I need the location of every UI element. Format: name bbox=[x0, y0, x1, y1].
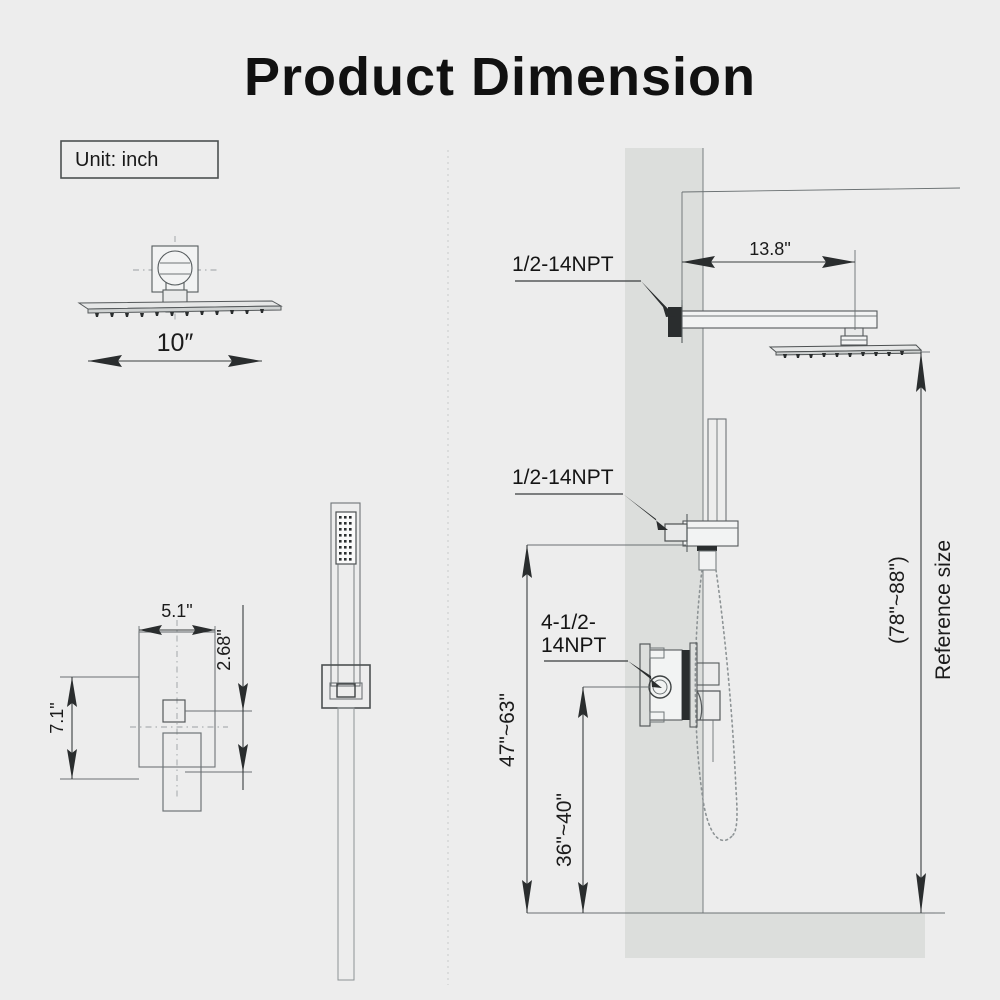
showerhead-plate-edge bbox=[87, 305, 282, 314]
handheld-holder-wall-mount bbox=[664, 523, 688, 542]
arm-swivel-nut bbox=[844, 327, 864, 337]
valve-height-arrow-top bbox=[578, 687, 588, 718]
valve-lever-curve bbox=[696, 690, 703, 721]
holder-thread-leader-arrow bbox=[623, 494, 668, 530]
total-height-reference-note: Reference size bbox=[932, 540, 955, 680]
handheld-wand-body bbox=[330, 502, 361, 687]
shower-arm-tube bbox=[681, 310, 878, 329]
total-height-arrow-bottom bbox=[916, 873, 926, 913]
unit-label: Unit: inch bbox=[75, 149, 158, 171]
valve-trim-width-arrow-right bbox=[192, 625, 215, 635]
valve-trim-height-arrow-bottom bbox=[67, 749, 77, 779]
assembly-showerhead-nozzle-row bbox=[783, 351, 904, 358]
valve-height-arrow-bottom bbox=[578, 882, 588, 913]
holder-height-arrow-bottom bbox=[522, 880, 532, 913]
handheld-hose-connector bbox=[697, 546, 717, 551]
valve-lever-handle bbox=[696, 690, 721, 721]
page-title: Product Dimension bbox=[244, 47, 756, 107]
arm-thread-label: 1/2-14NPT bbox=[512, 253, 614, 276]
showerhead-width-dim-label: 10″ bbox=[157, 329, 194, 357]
assembly-elevation-view: 13.8" 1/2-14NPT 1/2-14NPT bbox=[496, 187, 961, 914]
handheld-spray-face bbox=[335, 511, 357, 565]
valve-trim-offset-arrow-bottom bbox=[238, 744, 248, 772]
handheld-hose-curve-right bbox=[715, 569, 738, 836]
showerhead-nozzle-row bbox=[95, 309, 264, 317]
valve-top-port bbox=[649, 647, 665, 659]
top-reference-line bbox=[681, 187, 961, 193]
unit-box bbox=[60, 140, 219, 179]
valve-trim-height-arrow-top bbox=[67, 677, 77, 707]
showerhead-ball-joint bbox=[157, 250, 193, 286]
valve-trim-offset-dim-label: 2.68" bbox=[214, 629, 234, 670]
valve-front-plate bbox=[682, 650, 690, 720]
valve-thread-label-line1: 4-1/2- bbox=[541, 611, 596, 634]
arm-thread-leader-arrow bbox=[641, 281, 675, 317]
handheld-nozzle-grid bbox=[339, 516, 352, 561]
showerhead-detail-view: 10″ bbox=[77, 236, 283, 367]
handheld-hose bbox=[337, 707, 355, 981]
holder-height-dim-label: 47"~63" bbox=[496, 693, 519, 767]
total-height-dim-label: (78"~88") bbox=[886, 556, 909, 644]
valve-trim-plate bbox=[138, 631, 216, 768]
valve-trim-width-arrow-left bbox=[139, 625, 162, 635]
valve-thread-leader-arrow bbox=[628, 661, 662, 688]
arm-dim-arrow-right bbox=[822, 256, 855, 268]
valve-trim-width-dim-label: 5.1" bbox=[161, 601, 192, 621]
showerhead-nut bbox=[162, 289, 188, 304]
handheld-base-inner bbox=[329, 682, 363, 700]
holder-thread-label: 1/2-14NPT bbox=[512, 466, 614, 489]
total-height-arrow-top bbox=[916, 352, 926, 392]
arm-dim-arrow-left bbox=[682, 256, 715, 268]
handheld-hose-coupling bbox=[698, 550, 717, 571]
handheld-base-coupling bbox=[336, 683, 356, 698]
handheld-wand-detail-view bbox=[321, 502, 371, 981]
valve-trim-detail-view: 5.1" 2.68" 7.1" bbox=[47, 601, 252, 812]
floor-band bbox=[625, 913, 925, 958]
holder-height-arrow-top bbox=[522, 545, 532, 578]
valve-height-dim-label: 36"~40" bbox=[553, 793, 576, 867]
handheld-holder-bar bbox=[682, 520, 739, 547]
arm-swivel-collar bbox=[840, 335, 868, 346]
valve-bottom-port bbox=[649, 711, 665, 723]
handheld-hose-curve-left bbox=[694, 569, 734, 842]
arm-dim-label: 13.8" bbox=[749, 239, 790, 259]
showerhead-dim-arrow-right bbox=[228, 355, 262, 367]
valve-trim-offset-arrow-top bbox=[238, 683, 248, 711]
valve-diverter-button bbox=[696, 662, 720, 686]
showerhead-dim-arrow-left bbox=[88, 355, 122, 367]
valve-thread-label-line2: 14NPT bbox=[541, 634, 607, 657]
valve-trim-height-dim-label: 7.1" bbox=[47, 702, 67, 733]
